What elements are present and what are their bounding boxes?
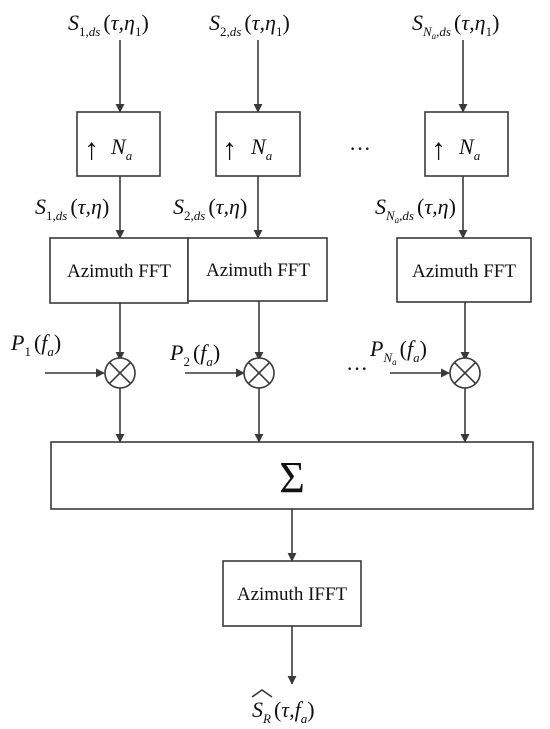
upsample-block-1: ↑ Na <box>76 111 161 177</box>
fft-label: Azimuth FFT <box>412 261 516 282</box>
upsample-factor: Na <box>110 134 133 163</box>
hat-accent <box>251 689 273 698</box>
input-signal-n: SNa,ds(τ,η1) <box>412 10 499 41</box>
upsampled-signal-n: SNa,ds(τ,η) <box>375 194 456 225</box>
upsample-block-2: ↑ Na <box>215 111 301 177</box>
fft-block-2: Azimuth FFT <box>187 237 328 302</box>
fft-block-n: Azimuth FFT <box>396 237 532 303</box>
up-arrow-icon: ↑ <box>84 133 99 166</box>
ifft-label: Azimuth IFFT <box>237 584 348 605</box>
output-signal: SR(τ,fa) <box>251 689 315 726</box>
upsample-factor: Na <box>458 134 481 163</box>
ellipsis-filter: ··· <box>346 356 368 381</box>
filter-label-2: P2(fa) <box>169 340 220 369</box>
ifft-block: Azimuth IFFT <box>222 560 362 627</box>
multiplier-1 <box>104 357 136 389</box>
fft-block-1: Azimuth FFT <box>49 237 189 304</box>
summation-block: Σ <box>50 441 534 510</box>
multiplier-n <box>449 357 481 389</box>
up-arrow-icon: ↑ <box>222 133 237 166</box>
sum-symbol: Σ <box>279 453 305 502</box>
output-label: SR(τ,fa) <box>252 697 315 726</box>
filter-label-1: P1(fa) <box>10 330 61 359</box>
input-signal-1: S1,ds(τ,η1) <box>68 10 149 39</box>
fft-label: Azimuth FFT <box>206 260 310 281</box>
upsampled-signal-2: S2,ds(τ,η) <box>173 194 247 223</box>
multiplier-2 <box>243 357 275 389</box>
upsampled-signal-1: S1,ds(τ,η) <box>35 194 109 223</box>
fft-label: Azimuth FFT <box>67 261 171 282</box>
input-signal-2: S2,ds(τ,η1) <box>209 10 290 39</box>
filter-label-n: PNa(fa) <box>369 336 427 367</box>
upsample-block-n: ↑ Na <box>424 111 509 177</box>
upsample-factor: Na <box>250 134 273 163</box>
ellipsis-upsample: ··· <box>349 136 371 161</box>
up-arrow-icon: ↑ <box>431 133 446 166</box>
